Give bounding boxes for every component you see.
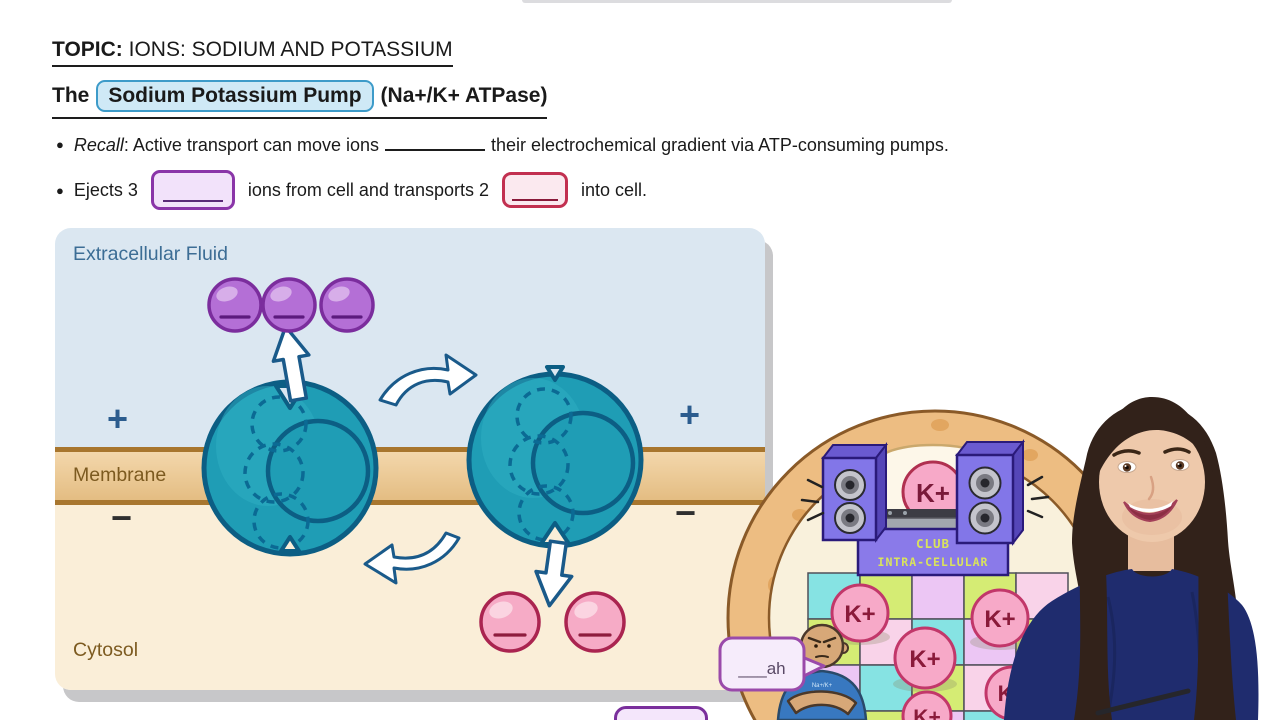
bullet2-text3: into cell. [581,179,648,200]
sodium-ion [319,277,375,333]
bullet-dot-icon: ● [56,182,64,198]
charge-plus-left: + [107,398,128,439]
speaker-right-icon [954,439,1026,546]
subtitle-the: The [52,84,90,107]
potassium-dancer: K+ [901,690,953,720]
pump-term-highlight-box: Sodium Potassium Pump [96,80,374,112]
sodium-ion [261,277,317,333]
topic-title: IONS: SODIUM AND POTASSIUM [128,38,453,61]
club-sign-line2: INTRA-CELLULAR [878,555,989,569]
club-intracellular-cartoon: K+ K+ K+ K+ K+ K+ [718,409,1110,720]
pump-diagram: Extracellular Fluid + Membrane − + − Cyt… [55,228,765,690]
instructor-face [1099,397,1213,542]
potassium-ion [564,591,626,653]
bullet1-text1: : Active transport can move ions [123,135,380,155]
svg-text:K+: K+ [844,601,875,628]
instructor-photo [1004,397,1259,720]
topic-heading: TOPIC: IONS: SODIUM AND POTASSIUM [52,38,453,67]
arrow-cycle-bottom-icon [363,531,461,585]
na-k-pump-left [201,379,379,557]
charge-plus-right: + [679,394,700,435]
recall-word: Recall [73,135,124,155]
bullet-recall: ● Recall: Active transport can move ions… [56,133,949,156]
cutoff-element-edge [522,0,952,3]
svg-text:K+: K+ [909,646,940,673]
potassium-dancer: K+ [893,626,957,690]
speech-bubble-text: ___ah [737,659,785,678]
sodium-ion [207,277,263,333]
lesson-subtitle: The Sodium Potassium Pump (Na+/K+ ATPase… [52,80,548,119]
arrow-down-import-icon [534,539,574,608]
bullet1-text2: their electrochemical gradient via ATP-c… [491,135,949,155]
potassium-fill-in-box [502,172,569,208]
svg-text:K+: K+ [984,606,1015,633]
speech-bubble: ___ah [718,636,826,692]
subtitle-suffix: (Na+/K+ ATPase) [380,84,548,107]
cytosol-label: Cytosol [73,639,138,661]
cutoff-fill-in-box [614,706,708,720]
bouncer-shirt-text1: Na+/K+ [812,683,833,689]
potassium-ion [479,591,541,653]
club-sign-line1: CLUB [916,536,950,551]
membrane-label: Membrane [73,464,166,486]
potassium-dancer: K+ [970,588,1030,648]
bullet-ejects: ● Ejects 3 ions from cell and transports… [56,170,647,210]
cytosol-region [55,505,765,690]
topic-label: TOPIC: [52,38,123,61]
speaker-left-icon [820,442,889,543]
potassium-dancer: K+ [830,583,890,643]
arrow-up-eject-icon [271,324,311,403]
pen [1095,688,1191,716]
membrane-band [55,447,765,505]
svg-text:K+: K+ [913,706,940,720]
na-k-pump-right [466,365,644,549]
sound-waves-icon [800,475,1050,522]
charge-minus-left: − [111,497,132,538]
svg-text:K+: K+ [916,478,950,508]
extracellular-region [55,228,765,452]
crossed-arms [786,690,858,716]
fill-in-blank-line [385,133,486,151]
bullet2-text1: Ejects 3 [73,179,138,200]
bullet2-text2: ions from cell and transports 2 [247,179,490,200]
bullet-dot-icon: ● [56,137,64,152]
pump-diagram-panel: Extracellular Fluid + Membrane − + − Cyt… [55,228,765,690]
sodium-fill-in-box [150,170,235,210]
arrow-cycle-top-icon [378,353,478,407]
charge-minus-right: − [675,492,696,533]
extracellular-label: Extracellular Fluid [73,243,228,265]
